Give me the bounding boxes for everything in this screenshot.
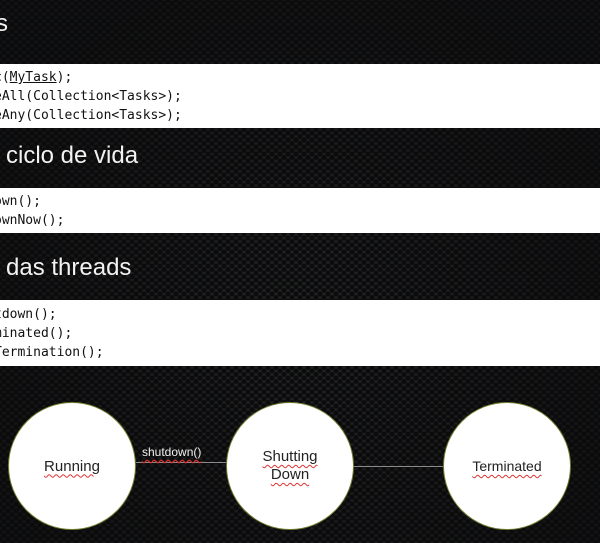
- transition-label: shutdown(): [142, 445, 202, 459]
- state-label-shutting-down: Shutting Down: [262, 448, 318, 483]
- state-label-running: Running: [44, 457, 100, 475]
- code-line: eAny(Collection<Tasks>);: [0, 108, 182, 123]
- code-line: Termination();: [0, 345, 104, 360]
- code-line: eAll(Collection<Tasks>);: [0, 89, 182, 104]
- code-block-3: tdown(); minated(); Termination();: [0, 300, 600, 366]
- section-heading-2: ciclo de vida: [6, 142, 139, 169]
- code-line: tdown();: [0, 307, 57, 322]
- code-block-2: own(); ownNow();: [0, 188, 600, 233]
- section-heading-3: das threads: [6, 254, 132, 281]
- section-heading-1: s: [0, 10, 8, 37]
- state-terminated: Terminated: [443, 402, 571, 530]
- state-shutting-down: Shutting Down: [226, 402, 354, 530]
- connector-line: [352, 466, 446, 467]
- state-label-terminated: Terminated: [472, 458, 542, 474]
- code-line: c(MyTask);: [0, 70, 73, 85]
- code-underline: MyTask: [9, 70, 57, 85]
- code-block-1: c(MyTask); eAll(Collection<Tasks>); eAny…: [0, 64, 600, 128]
- state-running: Running: [8, 402, 136, 530]
- code-line: own();: [0, 194, 41, 209]
- code-line: ownNow();: [0, 213, 65, 228]
- code-line: minated();: [0, 326, 73, 341]
- transition-line: [136, 462, 228, 463]
